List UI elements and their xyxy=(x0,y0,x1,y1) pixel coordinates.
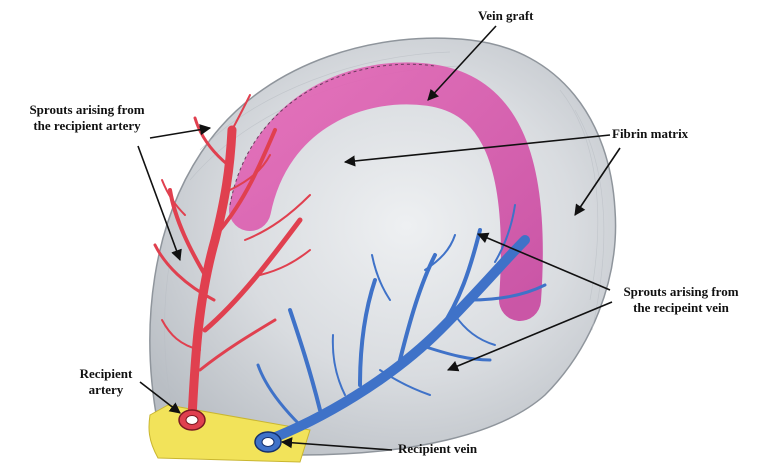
label-sprouts-artery-line2: the recipient artery xyxy=(8,118,166,134)
label-recipient-artery-line2: artery xyxy=(66,382,146,398)
recipient-vein-inner xyxy=(262,438,274,447)
label-fibrin-matrix-text: Fibrin matrix xyxy=(612,126,688,142)
label-sprouts-vein: Sprouts arising from the recipeint vein xyxy=(608,284,754,316)
label-sprouts-artery-line1: Sprouts arising from xyxy=(8,102,166,118)
label-recipient-artery: Recipient artery xyxy=(66,366,146,398)
label-sprouts-vein-line1: Sprouts arising from xyxy=(608,284,754,300)
label-recipient-vein-text: Recipient vein xyxy=(398,441,477,457)
label-vein-graft: Vein graft xyxy=(478,8,534,24)
label-fibrin-matrix: Fibrin matrix xyxy=(612,126,688,142)
label-recipient-artery-line1: Recipient xyxy=(66,366,146,382)
label-vein-graft-text: Vein graft xyxy=(478,8,534,24)
recipient-artery-inner xyxy=(186,416,198,425)
label-recipient-vein: Recipient vein xyxy=(398,441,477,457)
label-sprouts-vein-line2: the recipeint vein xyxy=(608,300,754,316)
label-sprouts-artery: Sprouts arising from the recipient arter… xyxy=(8,102,166,134)
